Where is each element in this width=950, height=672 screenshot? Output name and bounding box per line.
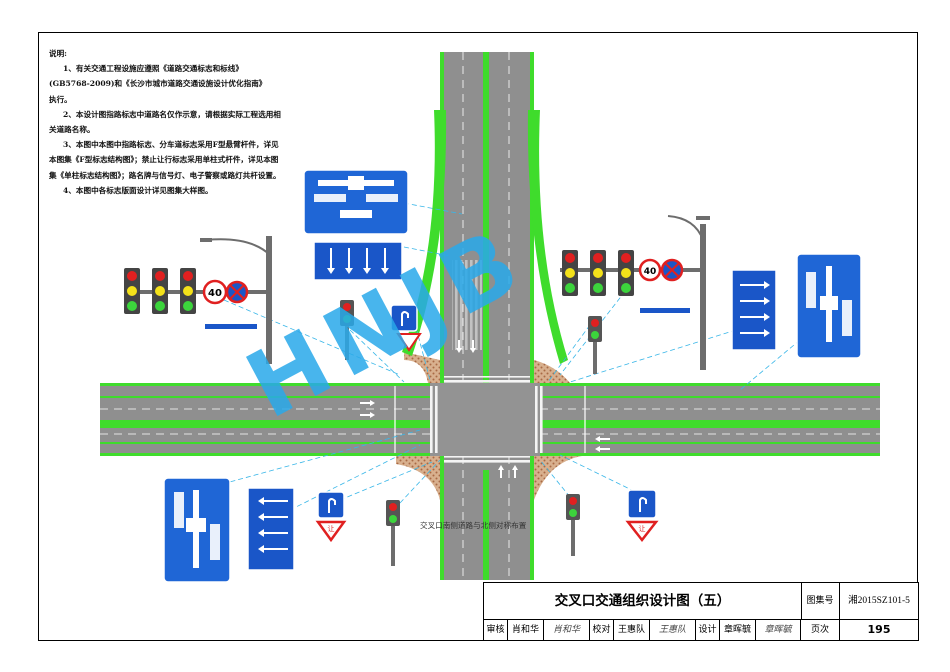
nw-lane-sign	[313, 241, 403, 281]
notes-line: 1、有关交通工程设施应遵照《道路交通标志和标线》	[63, 64, 243, 74]
north-road	[402, 52, 568, 384]
design-label: 设计	[696, 620, 720, 640]
ne-no-parking-sign	[660, 258, 684, 282]
lane-arrows	[360, 340, 610, 478]
ne-signal-pole: 40	[560, 215, 710, 370]
drawing-caption: 交叉口南侧道路与北侧对称布置	[420, 521, 527, 530]
checker-name: 王惠队	[614, 620, 650, 640]
checker-signature: 王惠队	[650, 620, 696, 640]
notes-line: 执行。	[49, 94, 72, 104]
set-number: 湘2015SZ101-5	[848, 596, 910, 606]
notes-line: 3、本图中本图中指路标志、分车道标志采用F型悬臂杆件，详见	[63, 140, 279, 150]
notes-line: 关道路名称。	[49, 125, 95, 135]
title-block-row-1: 交叉口交通组织设计图（五） 图集号 湘2015SZ101-5	[484, 583, 918, 620]
notes-line: 集《单柱标志结构图》；路名牌与信号灯、电子警察或路灯共杆设置。	[49, 170, 281, 180]
sw-lane-sign	[247, 487, 295, 571]
notes-line: 4、本图中各标志版面设计详见图集大样图。	[63, 185, 213, 195]
nw-no-parking-sign	[225, 280, 249, 304]
ne-lane-sign	[731, 269, 777, 351]
corner-sidewalks	[396, 352, 582, 500]
intersection-core	[394, 376, 586, 465]
check-label: 校对	[590, 620, 614, 640]
reviewer-name: 肖和华	[508, 620, 544, 640]
page-label: 页次	[801, 620, 840, 640]
reviewer-signature: 肖和华	[544, 620, 590, 640]
notes-line: 本图集《F型标志结构图》；禁止让行标志采用单柱式杆件，详见本图	[49, 155, 279, 165]
notes-line: 2、本设计图指路标志中道路名仅作示意，请根据实际工程选用相	[63, 109, 281, 119]
page-number: 195	[867, 623, 891, 636]
nw-ped-signal	[340, 300, 354, 360]
title-block-row-2: 审核 肖和华 肖和华 校对 王惠队 王惠队 设计 章晖毓 章晖毓 页次 195	[484, 620, 918, 640]
set-number-label: 图集号	[801, 583, 840, 619]
se-uturn-yield-sign: 让	[625, 489, 659, 543]
notes-lines: 1、有关交通工程设施应遵照《道路交通标志和标线》 (GB5768-2009)和《长…	[49, 61, 281, 198]
sw-guide-sign	[163, 477, 231, 583]
notes-line: (GB5768-2009)和《长沙市城市道路交通设施设计优化指南》	[49, 79, 267, 89]
notes-block: 说明: 1、有关交通工程设施应遵照《道路交通标志和标线》 (GB5768-2009…	[49, 46, 281, 198]
nw-uturn-sign	[390, 304, 422, 352]
notes-heading: 说明:	[49, 49, 67, 58]
sw-ped-signal	[386, 500, 400, 566]
ne-guide-sign	[796, 253, 862, 359]
nw-signal-pole: 40	[124, 236, 272, 364]
nw-speed-limit-sign: 40	[202, 279, 228, 305]
drawing-title: 交叉口交通组织设计图（五）	[484, 583, 802, 619]
ne-ped-signal	[588, 316, 602, 374]
se-yield-text: 让	[639, 524, 646, 533]
sheet-border	[38, 32, 918, 641]
review-label: 审核	[484, 620, 508, 640]
se-ped-signal	[566, 494, 580, 556]
ne-speed-limit-sign: 40	[638, 258, 662, 282]
designer-name: 章晖毓	[720, 620, 756, 640]
sw-yield-text: 让	[328, 524, 335, 533]
nw-guide-sign	[303, 169, 409, 235]
ne-street-name-plate	[640, 308, 690, 313]
ne-speed-limit-value: 40	[644, 267, 657, 277]
nw-traffic-lights	[124, 268, 196, 314]
designer-signature: 章晖毓	[756, 620, 801, 640]
nw-speed-limit-value: 40	[208, 288, 222, 299]
south-road	[440, 456, 534, 580]
title-block: 交叉口交通组织设计图（五） 图集号 湘2015SZ101-5 审核 肖和华 肖和…	[483, 582, 919, 641]
sw-uturn-yield-sign: 让	[315, 491, 347, 543]
ne-traffic-lights	[562, 250, 634, 296]
nw-street-name-plate	[205, 324, 257, 329]
